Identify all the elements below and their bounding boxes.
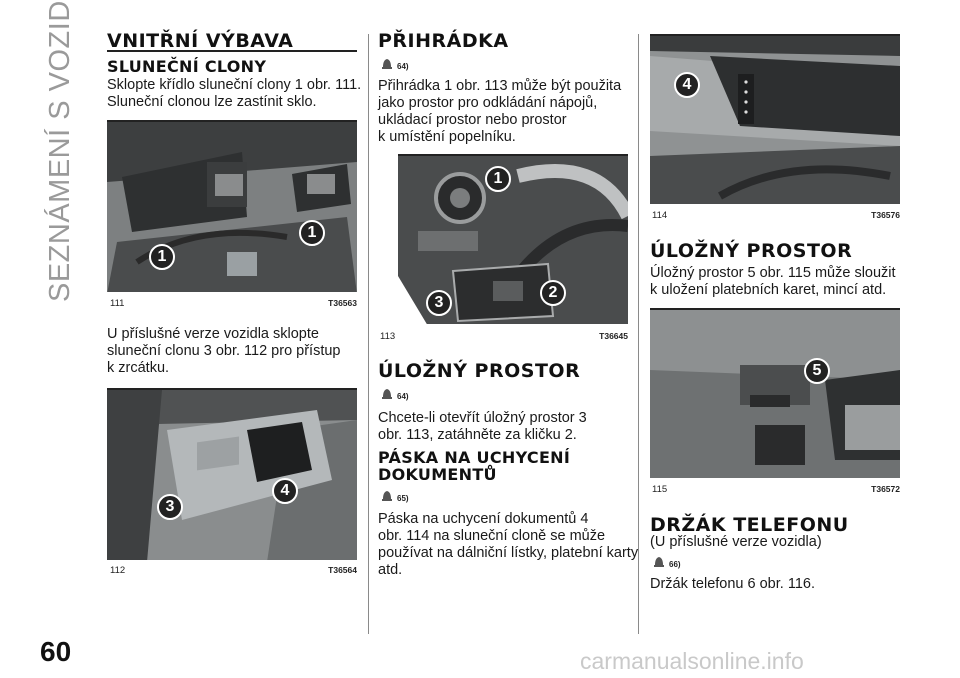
callout-1: 1 [485, 166, 511, 192]
sun-visor-illustration [107, 122, 357, 292]
paragraph-line: ukládací prostor nebo prostor [378, 112, 567, 128]
figure-code: T36645 [599, 331, 628, 341]
paragraph-line: Sluneční clonou lze zastínit sklo. [107, 94, 317, 110]
subsection-heading: DOKUMENTŮ [378, 465, 497, 484]
column-divider [368, 34, 369, 634]
paragraph-line: k umístění popelníku. [378, 129, 516, 145]
callout-1: 1 [149, 244, 175, 270]
paragraph-line: sluneční clonu 3 obr. 112 pro přístup [107, 343, 341, 359]
subsection-heading: SLUNEČNÍ CLONY [107, 57, 267, 76]
figure-113-glovebox: 1 2 3 [398, 154, 628, 324]
callout-2: 2 [540, 280, 566, 306]
paragraph-line: U příslušné verze vozidla sklopte [107, 326, 319, 342]
paragraph-line: Přihrádka 1 obr. 113 může být použita [378, 78, 622, 94]
callout-3: 3 [426, 290, 452, 316]
section-heading: ÚLOŽNÝ PROSTOR [378, 360, 581, 382]
document-strap-illustration [650, 36, 900, 204]
warning-icon [382, 389, 392, 399]
warning-icon [654, 557, 664, 567]
heading-rule [107, 50, 357, 52]
paragraph-line: Držák telefonu 6 obr. 116. [650, 576, 815, 592]
paragraph-line: Páska na uchycení dokumentů 4 [378, 511, 589, 527]
callout-4: 4 [674, 72, 700, 98]
paragraph-line: používat na dálniční lístky, platební ka… [378, 545, 639, 561]
paragraph-line: k uložení platebních karet, mincí atd. [650, 282, 887, 298]
side-chapter-title: SEZNÁMENÍ S VOZIDLEM [44, 0, 76, 302]
paragraph-line: (U příslušné verze vozidla) [650, 534, 822, 550]
figure-code: T36576 [871, 210, 900, 220]
figure-111-sun-visors: 1 1 [107, 120, 357, 292]
subsection-heading: PÁSKA NA UCHYCENÍ [378, 448, 571, 467]
paragraph-line: Chcete-li otevřít úložný prostor 3 [378, 410, 587, 426]
figure-number: 113 [380, 331, 396, 342]
section-heading: ÚLOŽNÝ PROSTOR [650, 240, 853, 262]
figure-code: T36572 [871, 484, 900, 494]
warning-icon [382, 491, 392, 501]
page-number: 60 [40, 636, 72, 667]
figure-number: 114 [652, 210, 668, 221]
figure-112-vanity-mirror: 3 4 [107, 388, 357, 560]
callout-3: 3 [157, 494, 183, 520]
callout-4: 4 [272, 478, 298, 504]
figure-number: 115 [652, 484, 668, 495]
section-heading: PŘIHRÁDKA [378, 30, 509, 52]
paragraph-line: obr. 113, zatáhněte za kličku 2. [378, 427, 577, 443]
vanity-mirror-illustration [107, 390, 357, 560]
paragraph-line: obr. 114 na sluneční cloně se může [378, 528, 606, 544]
warning-reference: 64) [397, 392, 409, 401]
figure-115-storage-compartment: 5 [650, 308, 900, 478]
paragraph-line: atd. [378, 562, 403, 578]
storage-compartment-illustration [650, 310, 900, 478]
warning-reference: 66) [669, 560, 681, 569]
section-heading: VNITŘNÍ VÝBAVA [107, 30, 294, 52]
figure-number: 111 [110, 298, 125, 309]
section-heading: DRŽÁK TELEFONU [650, 514, 849, 536]
callout-5: 5 [804, 358, 830, 384]
figure-code: T36563 [328, 298, 357, 308]
paragraph-line: Úložný prostor 5 obr. 115 může sloužit [650, 265, 896, 281]
figure-number: 112 [110, 565, 126, 576]
watermark: carmanualsonline.info [580, 648, 804, 674]
column-divider [638, 34, 639, 634]
figure-114-document-strap: 4 [650, 34, 900, 204]
warning-reference: 65) [397, 494, 409, 503]
callout-1: 1 [299, 220, 325, 246]
paragraph-line: k zrcátku. [107, 360, 170, 376]
figure-code: T36564 [328, 565, 357, 575]
paragraph-line: jako prostor pro odkládání nápojů, [378, 95, 598, 111]
warning-reference: 64) [397, 62, 409, 71]
paragraph-line: Sklopte křídlo sluneční clony 1 obr. 111… [107, 77, 362, 93]
warning-icon [382, 59, 392, 69]
